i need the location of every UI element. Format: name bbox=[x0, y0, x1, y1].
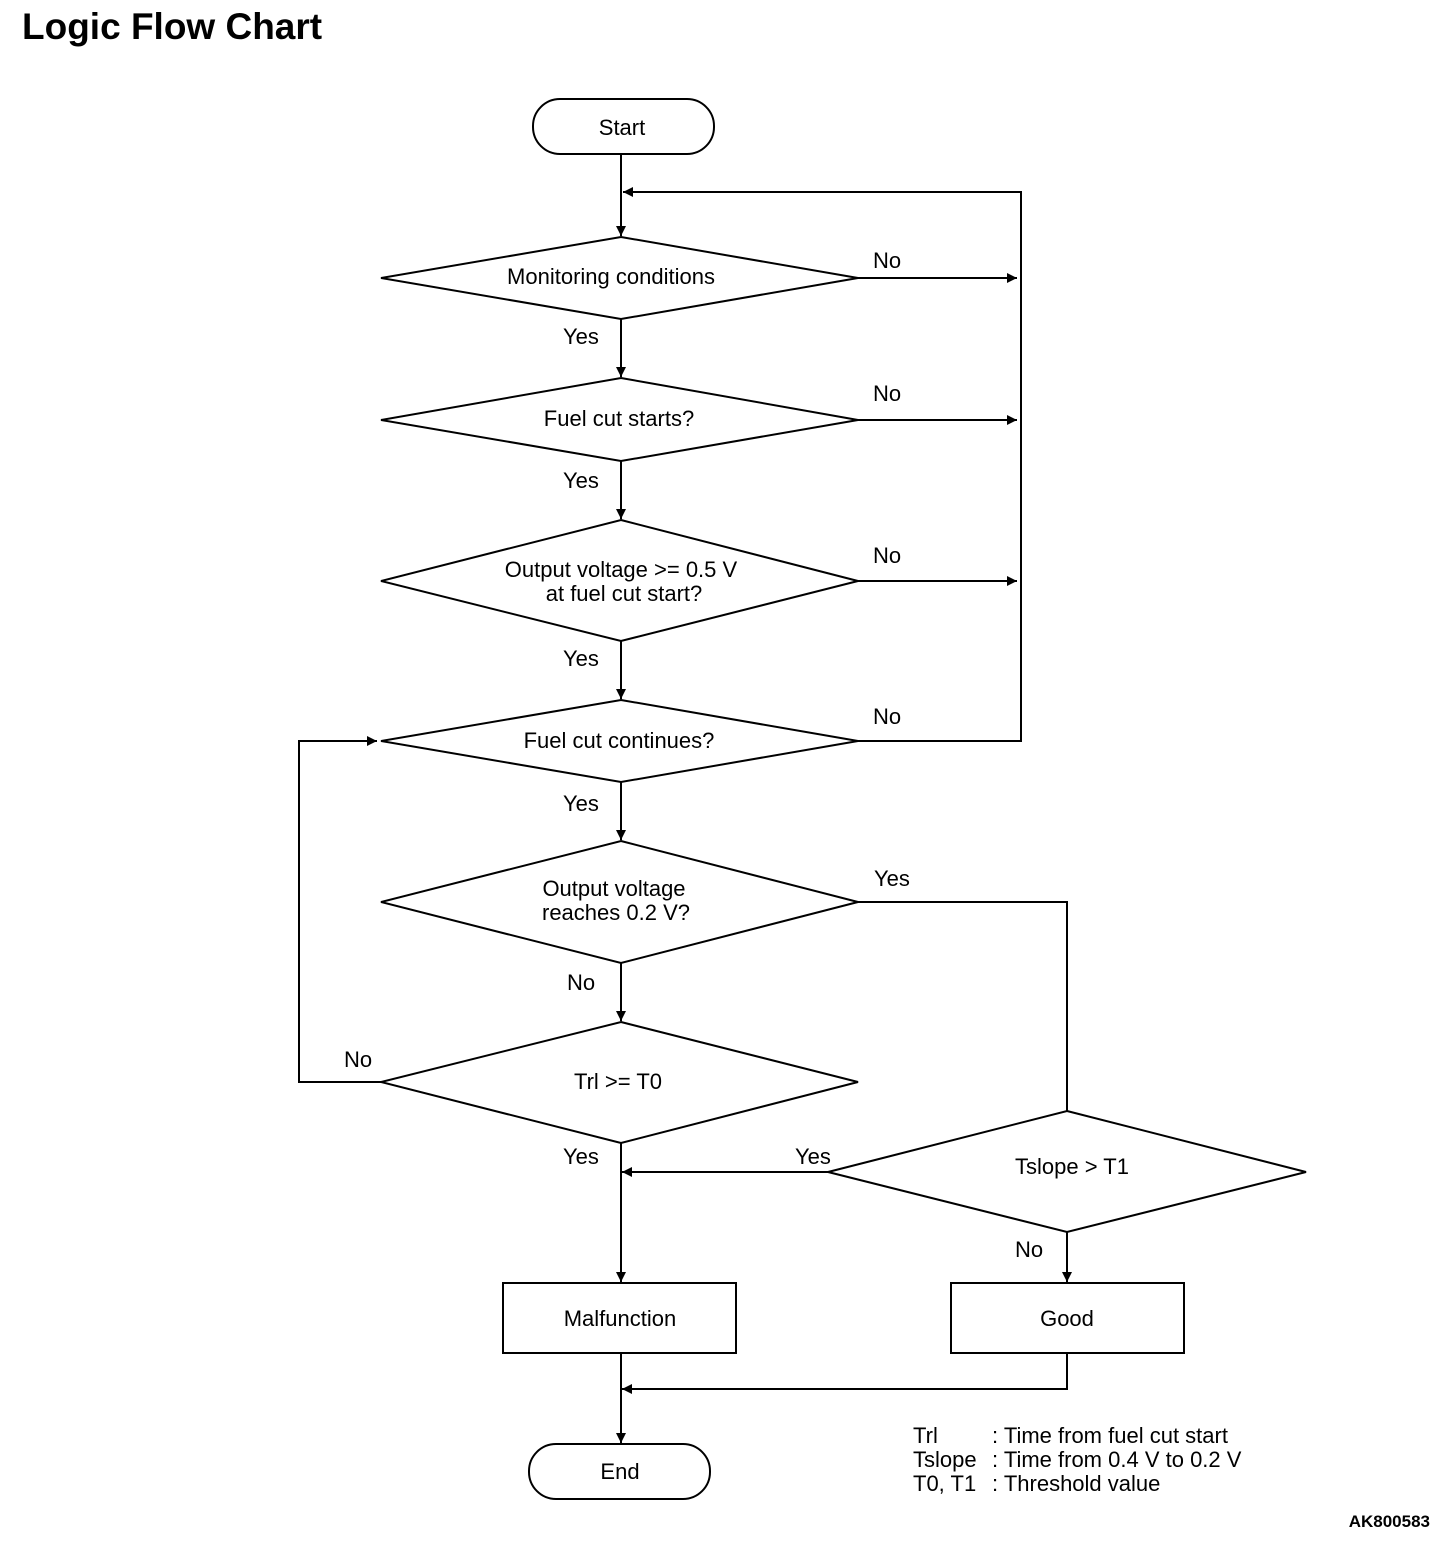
label-no-voltage: No bbox=[873, 543, 901, 568]
start-terminal bbox=[532, 98, 715, 155]
good-box bbox=[950, 1282, 1185, 1354]
label-yes-reaches: Yes bbox=[874, 866, 910, 891]
label-yes-trl: Yes bbox=[563, 1144, 599, 1169]
connector-trl-no-loop bbox=[298, 736, 381, 1083]
decision-fuel-cut-continues-label: Fuel cut continues? bbox=[524, 728, 715, 753]
label-yes-tslope: Yes bbox=[795, 1144, 831, 1169]
label-no-tslope: No bbox=[1015, 1237, 1043, 1262]
label-no-monitoring: No bbox=[873, 248, 901, 273]
end-label: End bbox=[600, 1459, 639, 1484]
legend-row1-key: Trl bbox=[913, 1423, 938, 1448]
decision-trl-t0-label: Trl >= T0 bbox=[574, 1069, 662, 1094]
label-no-fuelcut: No bbox=[873, 381, 901, 406]
label-yes-voltage: Yes bbox=[563, 646, 599, 671]
decision-tslope-t1-label: Tslope > T1 bbox=[1015, 1154, 1129, 1179]
legend-row3-desc: : Threshold value bbox=[992, 1471, 1160, 1496]
legend-row2-desc: : Time from 0.4 V to 0.2 V bbox=[992, 1447, 1242, 1472]
document-code: AK800583 bbox=[1348, 1512, 1430, 1531]
decision-reaches-02-line2: reaches 0.2 V? bbox=[542, 900, 690, 925]
decision-output-voltage-05-line2: at fuel cut start? bbox=[546, 581, 703, 606]
legend-row1-desc: : Time from fuel cut start bbox=[992, 1423, 1228, 1448]
page-title: Logic Flow Chart bbox=[22, 6, 323, 47]
decision-reaches-02-line1: Output voltage bbox=[542, 876, 685, 901]
label-yes-continues: Yes bbox=[563, 791, 599, 816]
end-terminal bbox=[528, 1443, 711, 1500]
connector-continues-no-loop bbox=[623, 187, 1022, 742]
label-no-continues: No bbox=[873, 704, 901, 729]
decision-fuel-cut-starts-label: Fuel cut starts? bbox=[544, 406, 694, 431]
malfunction-box bbox=[502, 1282, 737, 1354]
decision-monitoring-conditions-label: Monitoring conditions bbox=[507, 264, 715, 289]
malfunction-label: Malfunction bbox=[564, 1306, 677, 1331]
legend-row2-key: Tslope bbox=[913, 1447, 977, 1472]
label-no-reaches: No bbox=[567, 970, 595, 995]
connector-good-end bbox=[622, 1353, 1068, 1394]
label-yes-fuelcut: Yes bbox=[563, 468, 599, 493]
legend-row3-key: T0, T1 bbox=[913, 1471, 976, 1496]
good-label: Good bbox=[1040, 1306, 1094, 1331]
start-label: Start bbox=[599, 115, 645, 140]
connector-reaches-yes bbox=[858, 901, 1068, 1111]
decision-output-voltage-05-line1: Output voltage >= 0.5 V bbox=[505, 557, 738, 582]
label-yes-monitoring: Yes bbox=[563, 324, 599, 349]
label-no-trl: No bbox=[344, 1047, 372, 1072]
